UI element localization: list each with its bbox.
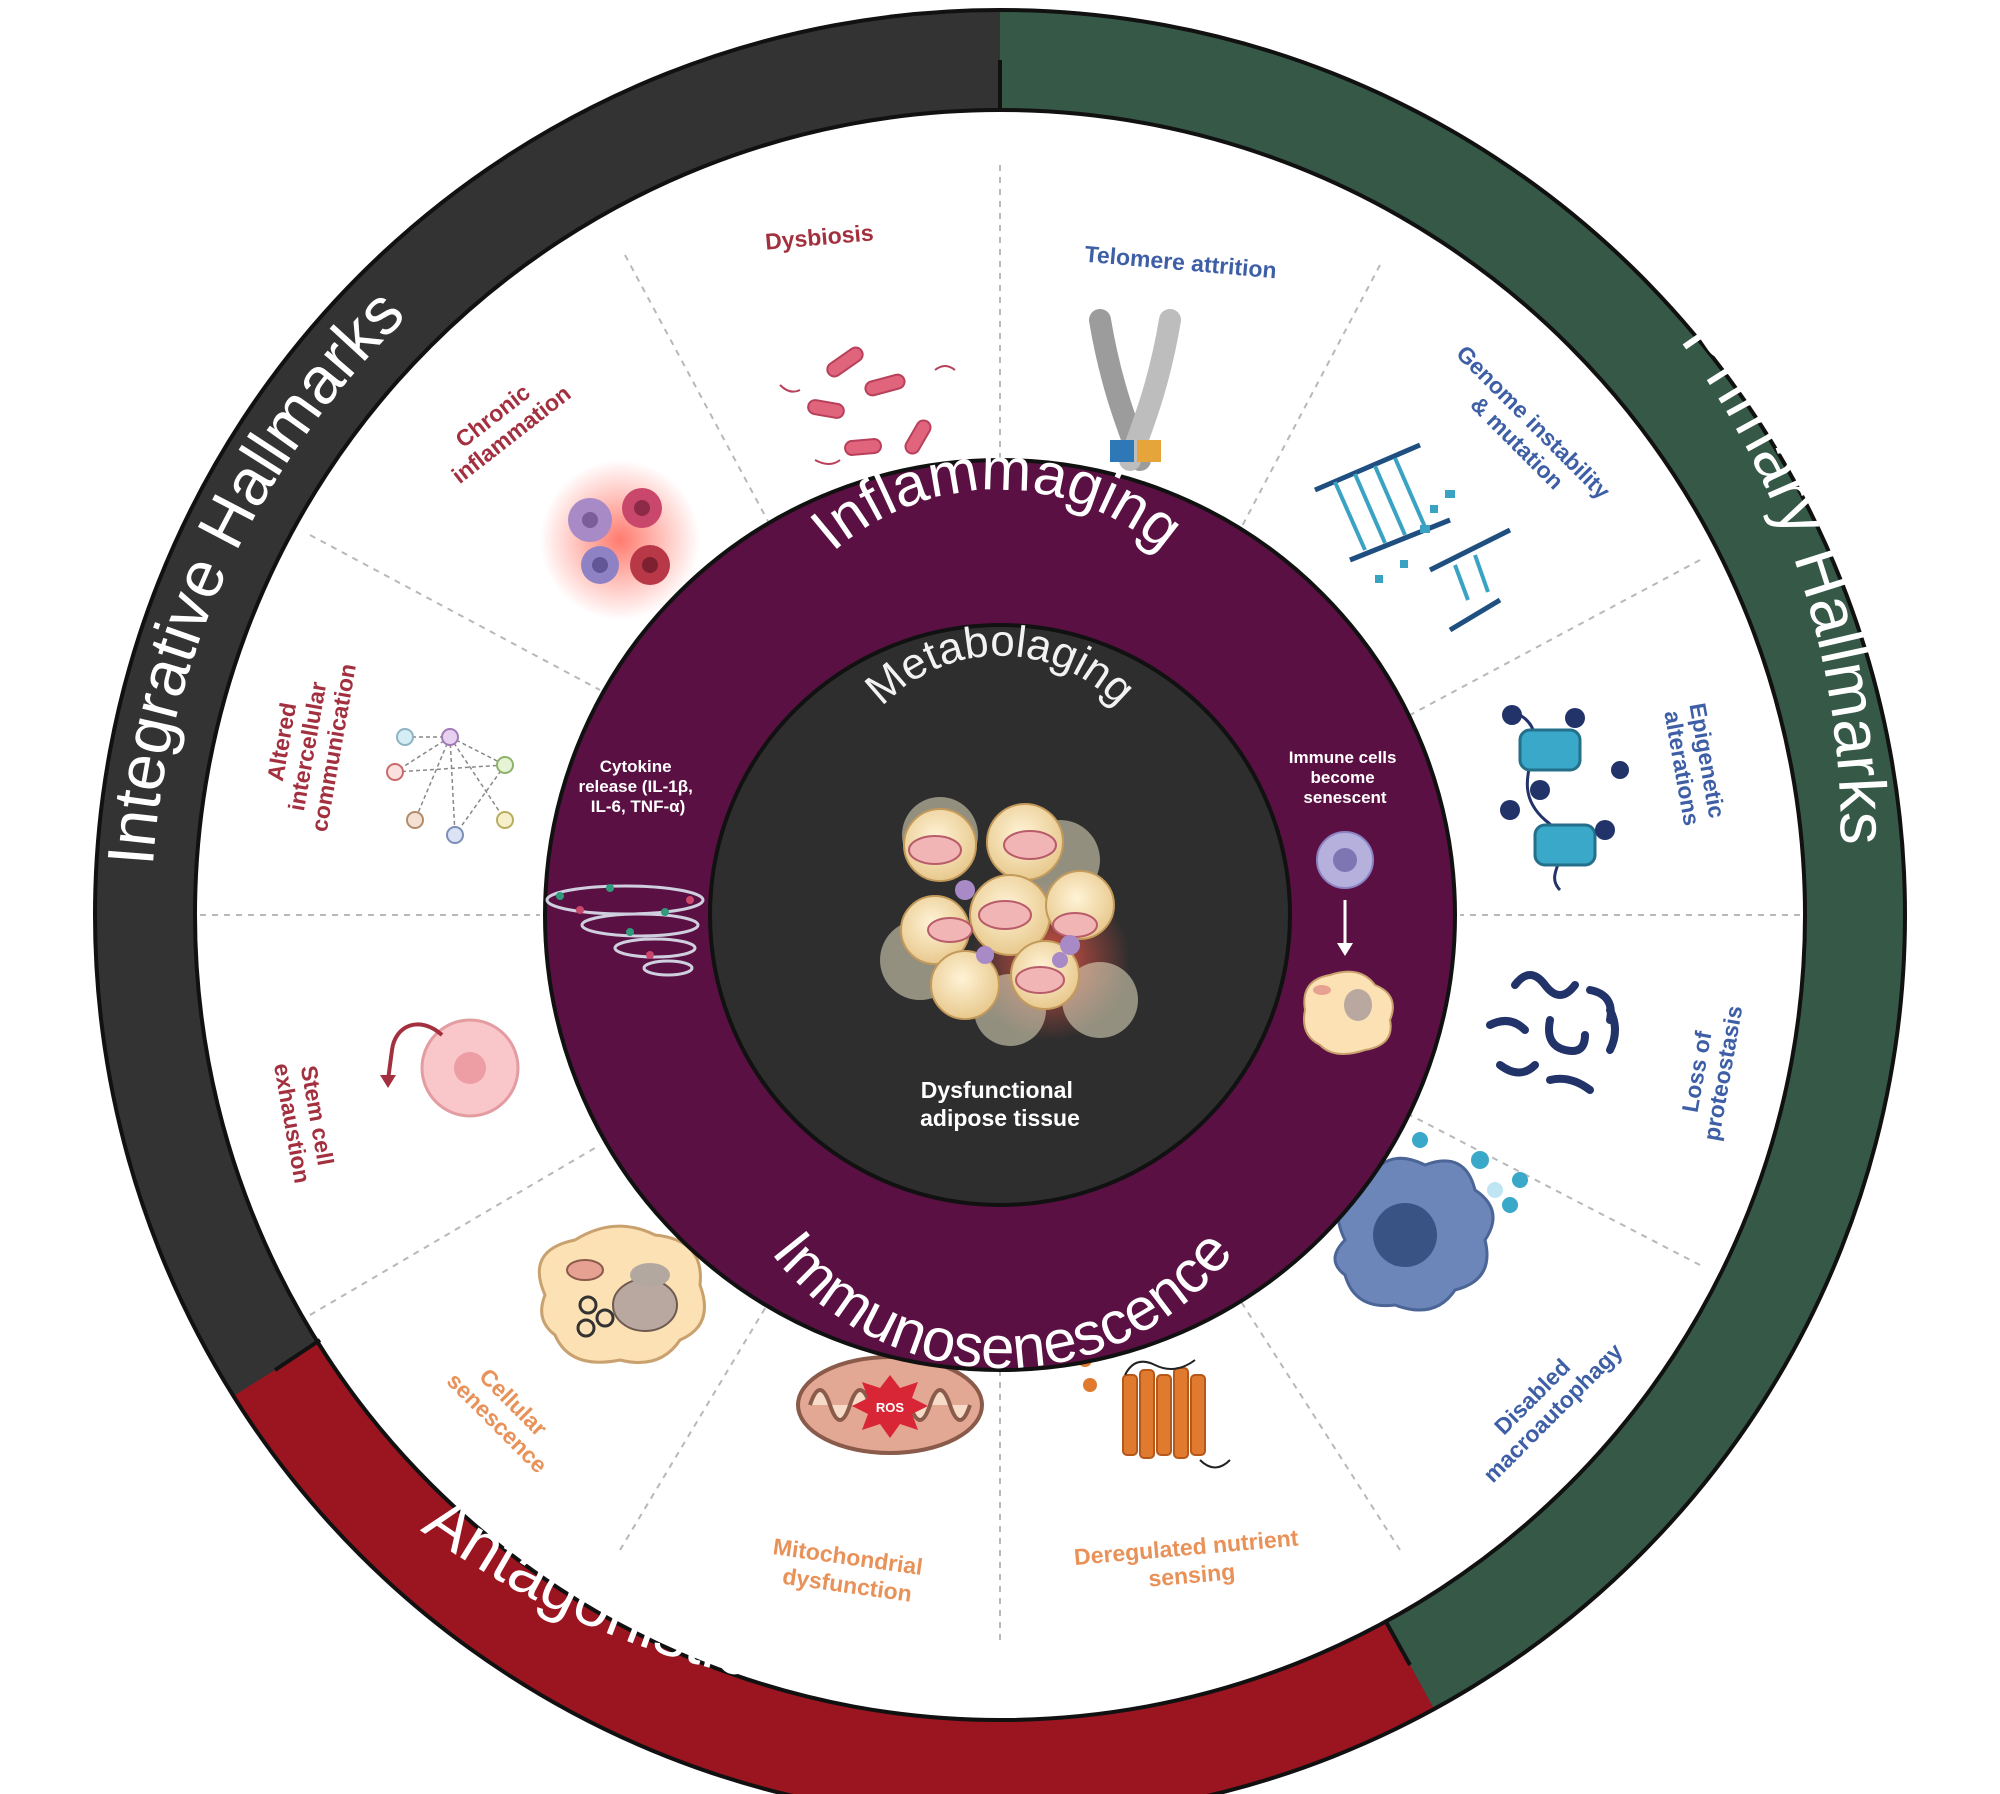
adipose-tissue-icon — [880, 797, 1138, 1046]
adipose-tissue-label: Dysfunctional adipose tissue — [920, 1077, 1080, 1131]
misfolded-protein-icon — [1486, 971, 1619, 1094]
senescent-immune-cell-icon — [1303, 970, 1394, 1055]
bacteria-icon — [779, 346, 956, 465]
ros-label: ROS — [876, 1400, 905, 1415]
autophagy-cell-icon — [1333, 1132, 1528, 1312]
cytokine-swirl-icon — [545, 884, 705, 977]
primary-band — [999, 10, 1905, 1709]
antagonistic-band — [232, 1343, 1435, 1794]
cytokine-label: Cytokine release (IL-1β, IL-6, TNF-α) — [578, 757, 697, 816]
chromosome-icon — [1089, 309, 1181, 471]
receptor-icon — [1078, 1343, 1231, 1469]
immune-cell-icon — [1316, 831, 1374, 889]
segment-dividers — [200, 165, 1800, 1640]
broken-dna-icon — [1314, 442, 1512, 633]
down-arrow-icon — [1337, 900, 1353, 956]
senescent-cell-icon — [537, 1224, 706, 1364]
nucleosome-icon — [1500, 705, 1629, 892]
stem-cell-icon — [380, 1018, 520, 1118]
inflammatory-cells-icon — [540, 460, 700, 620]
network-icon — [386, 728, 514, 844]
immune-senescent-label: Immune cells become senescent — [1289, 748, 1401, 807]
